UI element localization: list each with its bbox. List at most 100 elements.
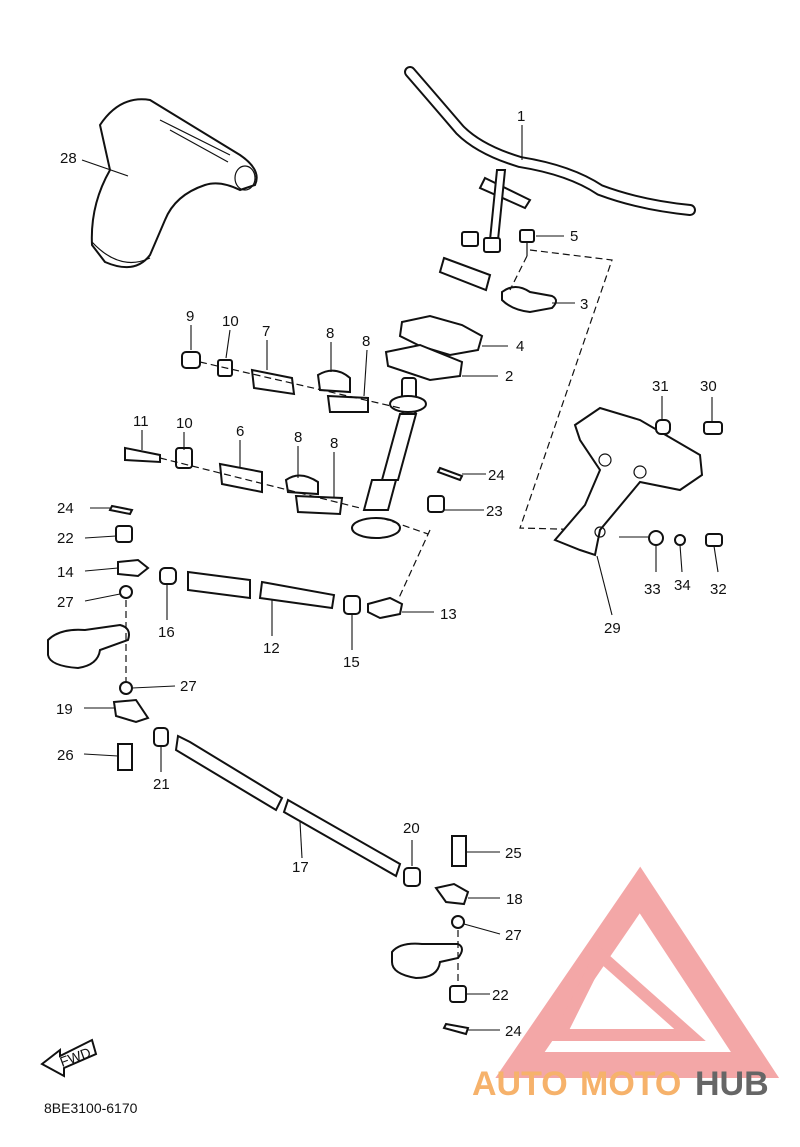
upper-clamp-row [181,351,401,413]
callout: 26 [57,747,74,764]
leader-32 [713,545,719,573]
callout: 5 [570,228,578,245]
callout: 24 [57,500,74,517]
callout: 23 [486,503,503,520]
lower-clamp-row [124,446,361,516]
callout: 11 [133,413,149,430]
leader-8b [363,349,368,397]
grommet-part [655,419,671,435]
handlebar-cover-part [90,98,258,269]
callout: 14 [57,564,74,581]
leader-27c [463,923,501,935]
callout: 24 [505,1023,522,1040]
leader-27a [84,593,121,602]
callout: 27 [180,678,197,695]
assembly-line-tie-rod [397,529,431,601]
seal-part-27b [119,681,133,695]
callout: 1 [517,108,525,125]
watermark-auto: AUTO [472,1065,568,1103]
lock-nut-part-20 [403,867,421,887]
callout: 22 [492,987,509,1004]
knuckle-arm-left [47,623,130,670]
nut-part-right [449,985,467,1003]
tie-rod-part-12a [187,570,251,600]
collar-part [674,534,686,546]
bracket-part [553,406,704,557]
callout: 8 [294,429,302,446]
callout: 27 [57,594,74,611]
lock-nut-part-16 [159,567,177,585]
callout: 21 [153,776,170,793]
cotter-pin-part [436,466,464,482]
screw-part-30 [703,421,723,435]
assembly-line-stem [381,517,429,535]
castle-nut-part [427,495,445,513]
callout: 12 [263,640,280,657]
callout: 34 [674,577,691,594]
nut-part-left [115,525,133,543]
leader-34 [679,544,683,573]
callout: 28 [60,150,77,167]
callout: 7 [262,323,270,340]
callout: 9 [186,308,194,325]
tie-rod-end-part-14 [117,558,150,578]
callout: 8 [330,435,338,452]
leader-27b [131,685,176,689]
leader-28 [81,159,129,177]
leader-17 [299,821,303,859]
callout: 6 [236,423,244,440]
callout: 8 [326,325,334,342]
callout: 10 [176,415,193,432]
watermark-logo [495,866,780,1078]
callout: 8 [362,333,370,350]
callout: 2 [505,368,513,385]
callout: 18 [506,891,523,908]
handlebar-part [404,66,696,292]
knuckle-arm-right [391,942,463,980]
tie-rod-end-part-19 [112,698,150,724]
callout: 10 [222,313,239,330]
bolt-part-26 [117,743,133,771]
callout: 13 [440,606,457,623]
washer-part [648,530,664,546]
tie-rod-end-part-13 [367,596,404,620]
cotter-pin-part-right [442,1022,470,1036]
callout: 22 [57,530,74,547]
leader-14 [84,567,119,572]
watermark-moto: MOTO [580,1065,681,1103]
screw-part-32 [705,533,723,547]
watermark-hub: HUB [695,1065,769,1103]
steering-stem-part [351,343,464,539]
tie-rod-end-part-18 [434,882,470,906]
callout: 25 [505,845,522,862]
callout: 27 [505,927,522,944]
tie-rod-part-17b [282,798,402,878]
lock-nut-part-21 [153,727,169,747]
fwd-label: FWD [58,1044,93,1070]
callout: 15 [343,654,360,671]
seal-part-27c [451,915,465,929]
assembly-line-clamp [509,255,528,291]
fwd-arrow-icon [40,1038,98,1078]
tie-rod-part-17a [174,734,284,812]
callout: 31 [652,378,669,395]
bolt-part-25 [451,835,467,867]
callout: 32 [710,581,727,598]
callout: 30 [700,378,717,395]
seal-part-27a [119,585,133,599]
callout: 29 [604,620,621,637]
clamp-part [501,286,557,314]
callout: 17 [292,859,309,876]
callout: 24 [488,467,505,484]
leader-10a [225,329,231,359]
callout: 19 [56,701,73,718]
bolt-part [519,229,535,256]
callout: 20 [403,820,420,837]
callout: 16 [158,624,175,641]
leader-22a [84,535,117,539]
tie-rod-part-12b [258,580,336,610]
callout: 4 [516,338,524,355]
assembly-line-bracket [519,249,613,531]
diagram-code: 8BE3100-6170 [44,1100,138,1116]
